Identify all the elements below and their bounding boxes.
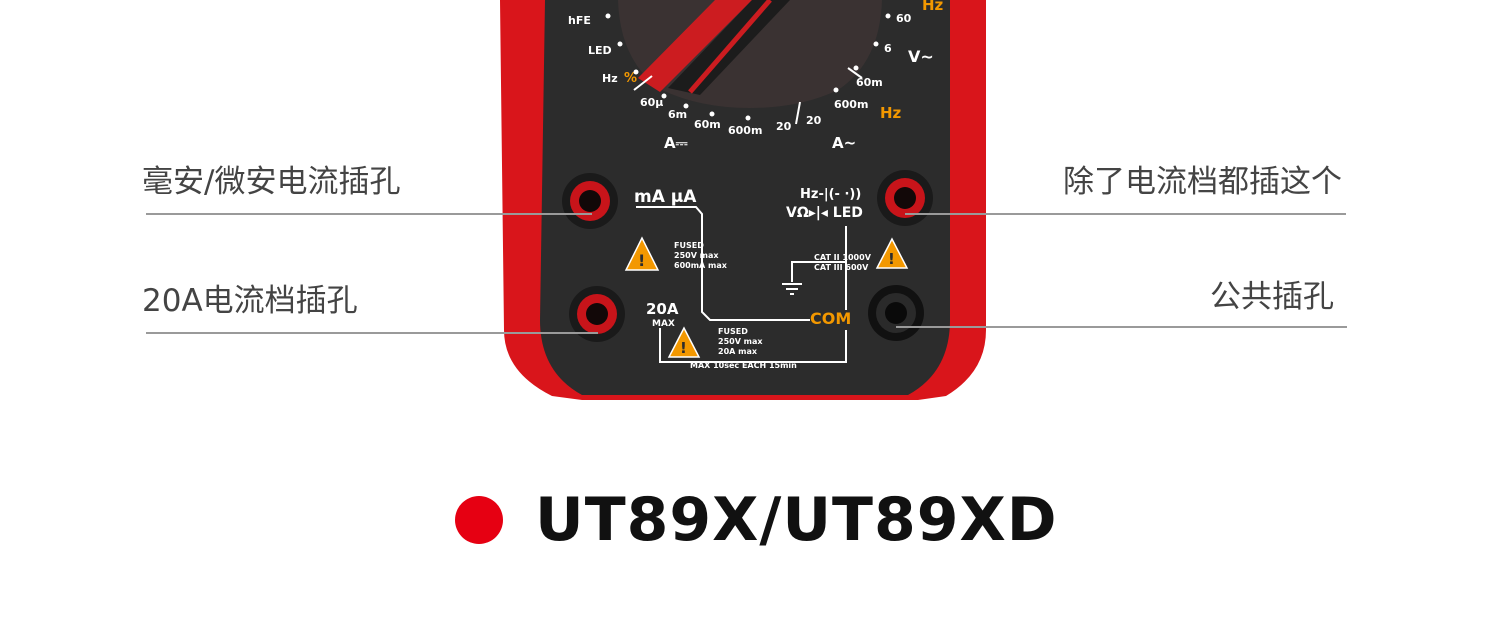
dial-label-a-dc: A⎓ <box>664 134 688 152</box>
dial-label-60u: 60μ <box>640 96 663 109</box>
svg-text:250V max: 250V max <box>718 337 763 346</box>
callout-com-jack: 公共插孔 <box>1210 279 1334 315</box>
dial-label-600m-ac: 600m <box>834 98 868 111</box>
leader-line-main <box>905 213 1346 215</box>
leader-line-com <box>896 326 1347 328</box>
panel-label-fused1: FUSED <box>674 241 704 250</box>
red-dot-icon <box>455 496 503 544</box>
jack-20a <box>569 286 625 342</box>
panel-label-hz-cap: Hz-|(- ·)) <box>800 187 861 202</box>
svg-text:CAT III 600V: CAT III 600V <box>814 263 869 272</box>
dial-label-led: LED <box>588 44 612 57</box>
leader-line-20a <box>146 332 598 334</box>
dial-label-a-ac: A~ <box>832 134 856 152</box>
warning-icon: ! <box>667 326 701 358</box>
dial-label-20b: 20 <box>806 114 822 127</box>
panel-label-cat: CAT II 1000V <box>814 253 872 262</box>
svg-text:!: ! <box>680 339 687 357</box>
svg-text:600mA max: 600mA max <box>674 261 728 270</box>
warning-icon: ! <box>624 236 660 271</box>
dial-label-hz-ac: Hz <box>880 104 902 122</box>
dial-label-hz: Hz <box>602 72 618 85</box>
panel-label-fused2: FUSED <box>718 327 748 336</box>
jack-ma-ua <box>562 173 618 229</box>
dial-label-hz-top: Hz <box>922 0 944 14</box>
panel-label-max: MAX <box>652 319 675 329</box>
dial-label-60m: 60m <box>694 118 721 131</box>
panel-label-20a: 20A <box>646 300 679 318</box>
warning-icon: ! <box>875 237 909 269</box>
jack-com <box>868 285 924 341</box>
callout-main-jack: 除了电流档都插这个 <box>1063 164 1342 200</box>
panel-label-com: COM <box>810 309 851 328</box>
meter-face-panel <box>540 0 950 395</box>
dial-label-6: 6 <box>884 42 892 55</box>
panel-label-ma-ua: mA μA <box>634 187 697 207</box>
svg-text:!: ! <box>638 251 645 270</box>
dial-label-v-ac: V~ <box>908 47 934 66</box>
dial-label-60m-ac: 60m <box>856 76 883 89</box>
callout-20a-jack: 20A电流档插孔 <box>142 283 358 319</box>
dial-knob-pointer <box>638 0 752 92</box>
dial-label-6m: 6m <box>668 108 687 121</box>
svg-text:250V max: 250V max <box>674 251 719 260</box>
svg-text:20A max: 20A max <box>718 347 758 356</box>
dial-label-percent: % <box>624 71 637 86</box>
panel-label-duty: MAX 10sec EACH 15min <box>690 361 797 370</box>
leader-line-ma-ua <box>146 213 592 215</box>
dial-label-600m: 600m <box>728 124 762 137</box>
dial-label-60: 60 <box>896 12 912 25</box>
model-name: UT89X/UT89XD <box>535 485 1058 555</box>
panel-label-v-ohm-led: VΩ▸|◂ LED <box>786 205 863 221</box>
model-heading: UT89X/UT89XD <box>455 485 1058 555</box>
callout-ma-ua-jack: 毫安/微安电流插孔 <box>142 164 401 200</box>
jack-v-ohm <box>877 170 933 226</box>
dial-knob-stripe <box>688 0 772 94</box>
dial-label-hfe: hFE <box>568 14 591 27</box>
dial-label-20: 20 <box>776 120 792 133</box>
svg-text:!: ! <box>888 250 895 268</box>
